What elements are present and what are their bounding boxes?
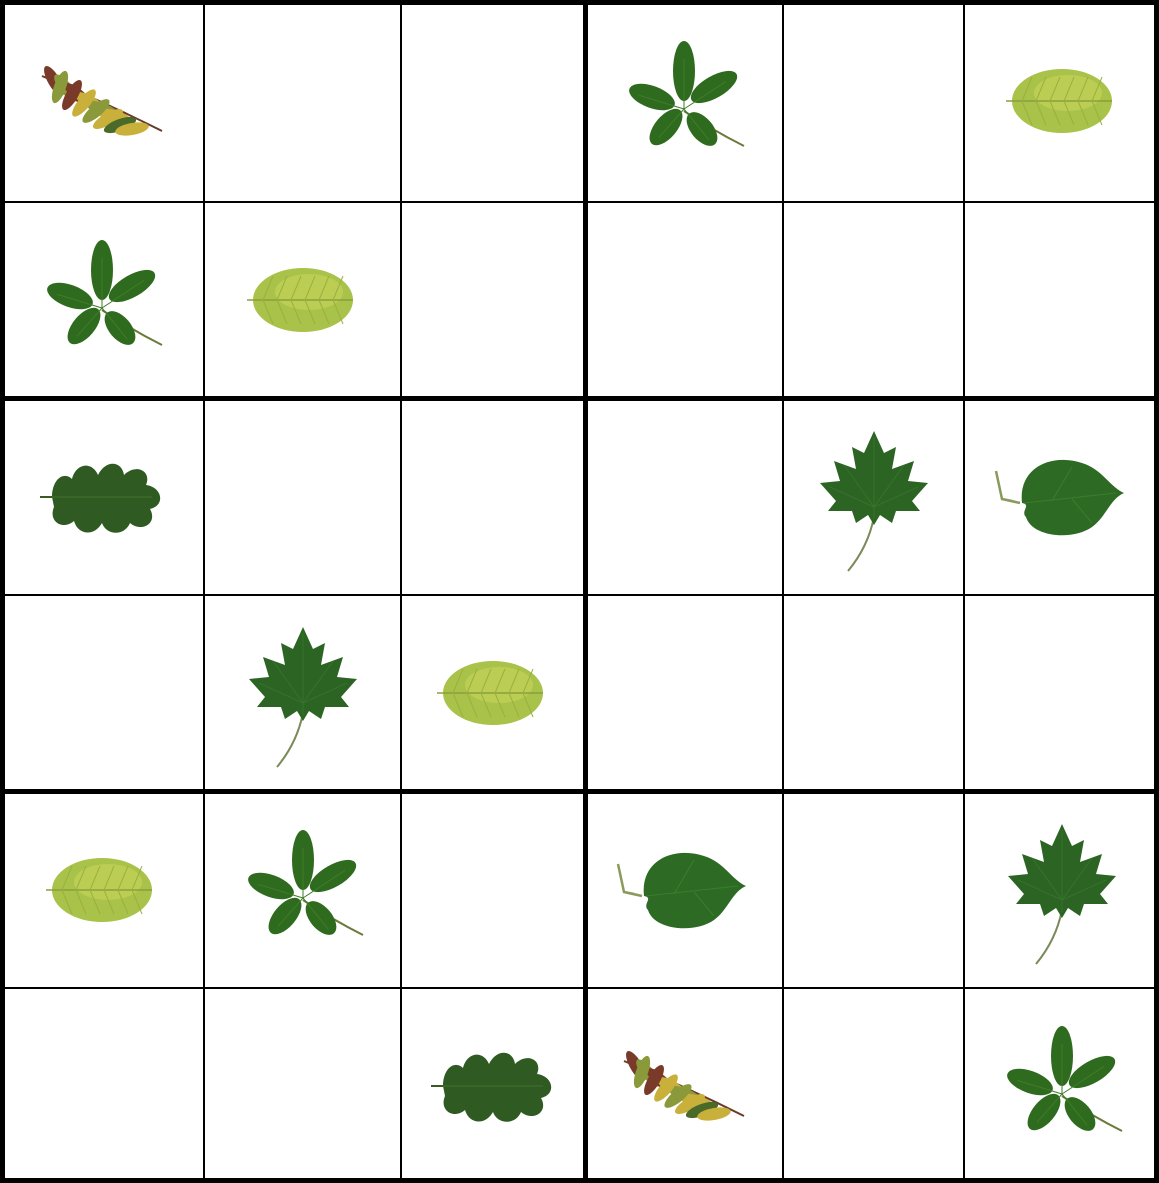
grid-line-vertical (400, 0, 402, 1183)
cell-r1-c4-chestnut[interactable] (585, 0, 783, 202)
cell-r6-c5-empty[interactable] (783, 988, 964, 1183)
cell-r2-c6-empty[interactable] (964, 202, 1159, 398)
beech-leaf-icon (992, 31, 1132, 171)
chestnut-leaf-icon (614, 31, 754, 171)
linden-leaf-icon (614, 820, 754, 960)
rowan-leaf-icon (614, 1016, 754, 1156)
box-border-horizontal (0, 789, 1159, 794)
cell-r3-c6-linden[interactable] (964, 398, 1159, 595)
cell-r6-c1-empty[interactable] (0, 988, 204, 1183)
cell-r6-c3-oak[interactable] (401, 988, 585, 1183)
cell-r3-c5-maple[interactable] (783, 398, 964, 595)
cell-r6-c4-rowan[interactable] (585, 988, 783, 1183)
cell-r4-c5-empty[interactable] (783, 595, 964, 791)
box-border-vertical (1154, 0, 1159, 1183)
cell-r5-c3-empty[interactable] (401, 791, 585, 988)
box-border-horizontal (0, 1178, 1159, 1183)
grid-line-horizontal (0, 987, 1159, 989)
maple-leaf-icon (804, 427, 944, 567)
grid-line-vertical (203, 0, 205, 1183)
cell-r5-c1-beech[interactable] (0, 791, 204, 988)
cell-r4-c4-empty[interactable] (585, 595, 783, 791)
beech-leaf-icon (423, 623, 563, 763)
cell-r5-c5-empty[interactable] (783, 791, 964, 988)
cell-r1-c3-empty[interactable] (401, 0, 585, 202)
chestnut-leaf-icon (32, 230, 172, 370)
cell-r3-c3-empty[interactable] (401, 398, 585, 595)
cell-r2-c3-empty[interactable] (401, 202, 585, 398)
cell-r2-c1-chestnut[interactable] (0, 202, 204, 398)
cell-r3-c4-empty[interactable] (585, 398, 783, 595)
cell-r2-c5-empty[interactable] (783, 202, 964, 398)
box-border-horizontal (0, 0, 1159, 5)
grid-line-vertical (963, 0, 965, 1183)
cell-r4-c6-empty[interactable] (964, 595, 1159, 791)
grid-line-vertical (782, 0, 784, 1183)
rowan-leaf-icon (32, 31, 172, 171)
cell-r3-c1-oak[interactable] (0, 398, 204, 595)
box-border-horizontal (0, 396, 1159, 401)
cell-r1-c5-empty[interactable] (783, 0, 964, 202)
cell-r6-c2-empty[interactable] (204, 988, 401, 1183)
cell-r1-c2-empty[interactable] (204, 0, 401, 202)
cell-r1-c1-rowan[interactable] (0, 0, 204, 202)
grid-line-horizontal (0, 594, 1159, 596)
chestnut-leaf-icon (233, 820, 373, 960)
box-border-vertical (583, 0, 588, 1183)
cell-r5-c4-linden[interactable] (585, 791, 783, 988)
maple-leaf-icon (233, 623, 373, 763)
beech-leaf-icon (32, 820, 172, 960)
box-border-vertical (0, 0, 5, 1183)
beech-leaf-icon (233, 230, 373, 370)
cell-r6-c6-chestnut[interactable] (964, 988, 1159, 1183)
grid-line-horizontal (0, 201, 1159, 203)
cell-r2-c2-beech[interactable] (204, 202, 401, 398)
linden-leaf-icon (992, 427, 1132, 567)
cell-r5-c2-chestnut[interactable] (204, 791, 401, 988)
oak-leaf-icon (32, 427, 172, 567)
cell-r4-c1-empty[interactable] (0, 595, 204, 791)
oak-leaf-icon (423, 1016, 563, 1156)
maple-leaf-icon (992, 820, 1132, 960)
cell-r2-c4-empty[interactable] (585, 202, 783, 398)
chestnut-leaf-icon (992, 1016, 1132, 1156)
cell-r1-c6-beech[interactable] (964, 0, 1159, 202)
cell-r4-c2-maple[interactable] (204, 595, 401, 791)
cell-r5-c6-maple[interactable] (964, 791, 1159, 988)
cell-r4-c3-beech[interactable] (401, 595, 585, 791)
cell-r3-c2-empty[interactable] (204, 398, 401, 595)
